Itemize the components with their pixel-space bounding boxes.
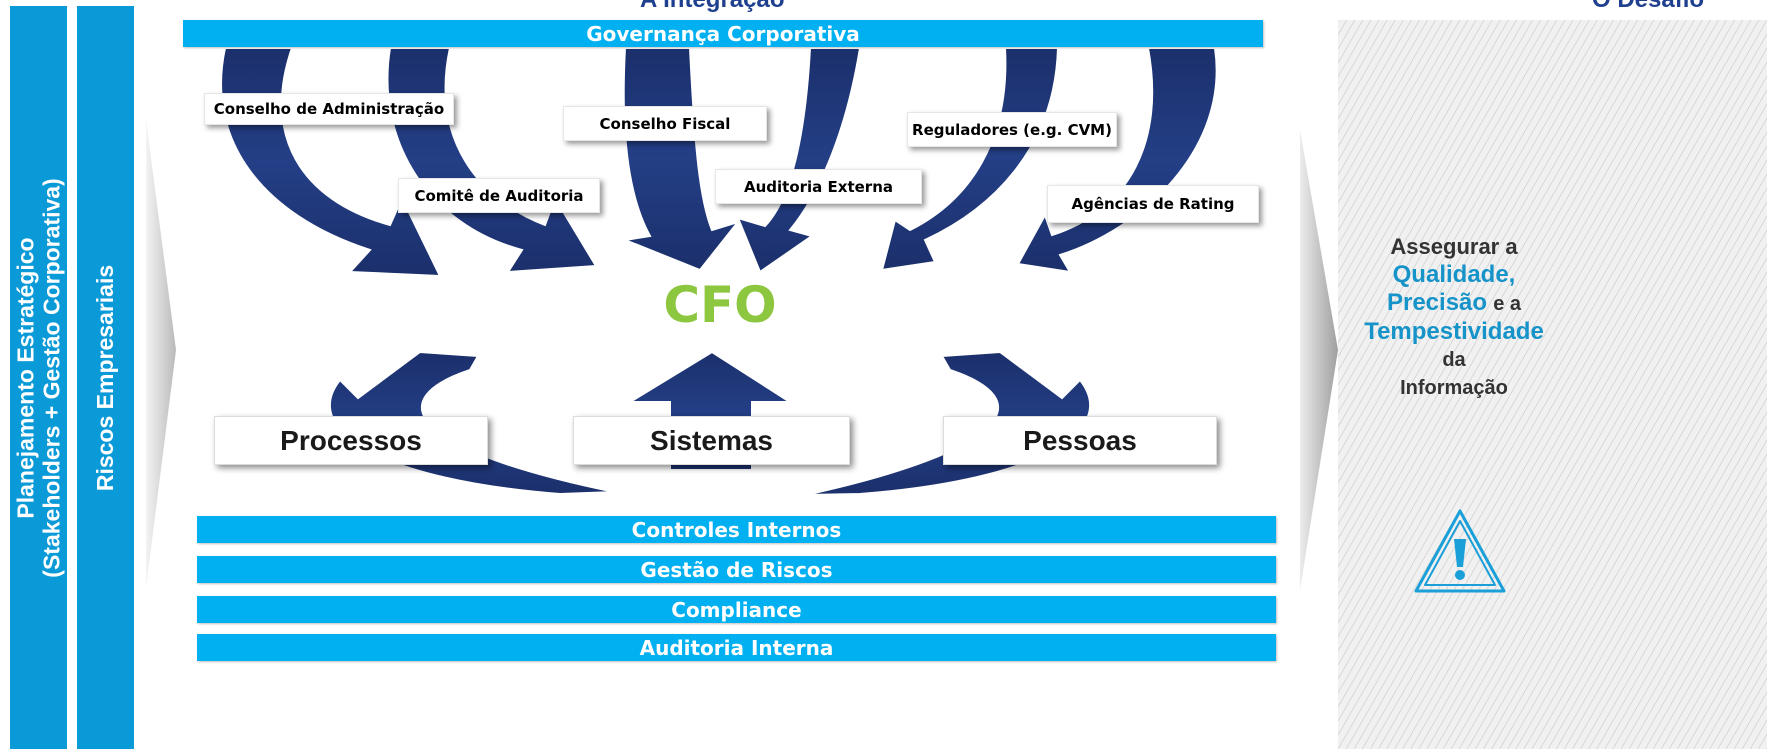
timeliness-word: Tempestividade	[1364, 318, 1544, 345]
regulators-box: Reguladores (e.g. CVM)	[907, 112, 1117, 147]
risk-management-band: Gestão de Riscos	[197, 556, 1276, 583]
internal-controls-band: Controles Internos	[197, 516, 1276, 543]
challenge-line3: Precisão e a	[1338, 289, 1570, 318]
integration-title: A Integração	[640, 0, 784, 14]
challenge-panel	[1338, 20, 1767, 749]
strategic-planning-bar: Planejamento Estratégico (Stakeholders +…	[10, 6, 67, 749]
people-box: Pessoas	[943, 416, 1217, 465]
warning-icon	[1414, 509, 1506, 593]
top-arrow-6	[1016, 47, 1218, 274]
challenge-title: O Desafio	[1592, 0, 1704, 14]
rating-agencies-box: Agências de Rating	[1047, 185, 1259, 223]
compliance-band: Compliance	[197, 596, 1276, 623]
precision-word: Precisão	[1386, 289, 1488, 316]
external-audit-box: Auditoria Externa	[715, 169, 922, 204]
challenge-line6: Informação	[1400, 377, 1508, 399]
quality-word: Qualidade,	[1392, 261, 1516, 288]
challenge-statement: Assegurar a Qualidade, Precisão e a Temp…	[1338, 233, 1570, 402]
audit-committee-box: Comitê de Auditoria	[398, 178, 600, 213]
top-arrow-5	[880, 47, 1060, 272]
challenge-line5: da	[1442, 349, 1466, 371]
internal-audit-band: Auditoria Interna	[197, 634, 1276, 661]
business-risks-bar: Riscos Empresariais	[77, 6, 134, 749]
governance-band: Governança Corporativa	[183, 20, 1263, 47]
cfo-label: CFO	[663, 276, 777, 334]
top-arrow-3	[621, 47, 741, 272]
challenge-line1: Assegurar a	[1390, 234, 1518, 259]
right-chevron	[1300, 130, 1338, 590]
challenge-connector: e a	[1493, 293, 1521, 315]
fiscal-council-box: Conselho Fiscal	[563, 106, 767, 141]
systems-box: Sistemas	[573, 416, 850, 465]
board-of-directors-box: Conselho de Administração	[204, 93, 454, 125]
top-arrow-4	[736, 47, 862, 274]
processes-box: Processos	[214, 416, 488, 465]
left-chevron	[146, 120, 176, 588]
